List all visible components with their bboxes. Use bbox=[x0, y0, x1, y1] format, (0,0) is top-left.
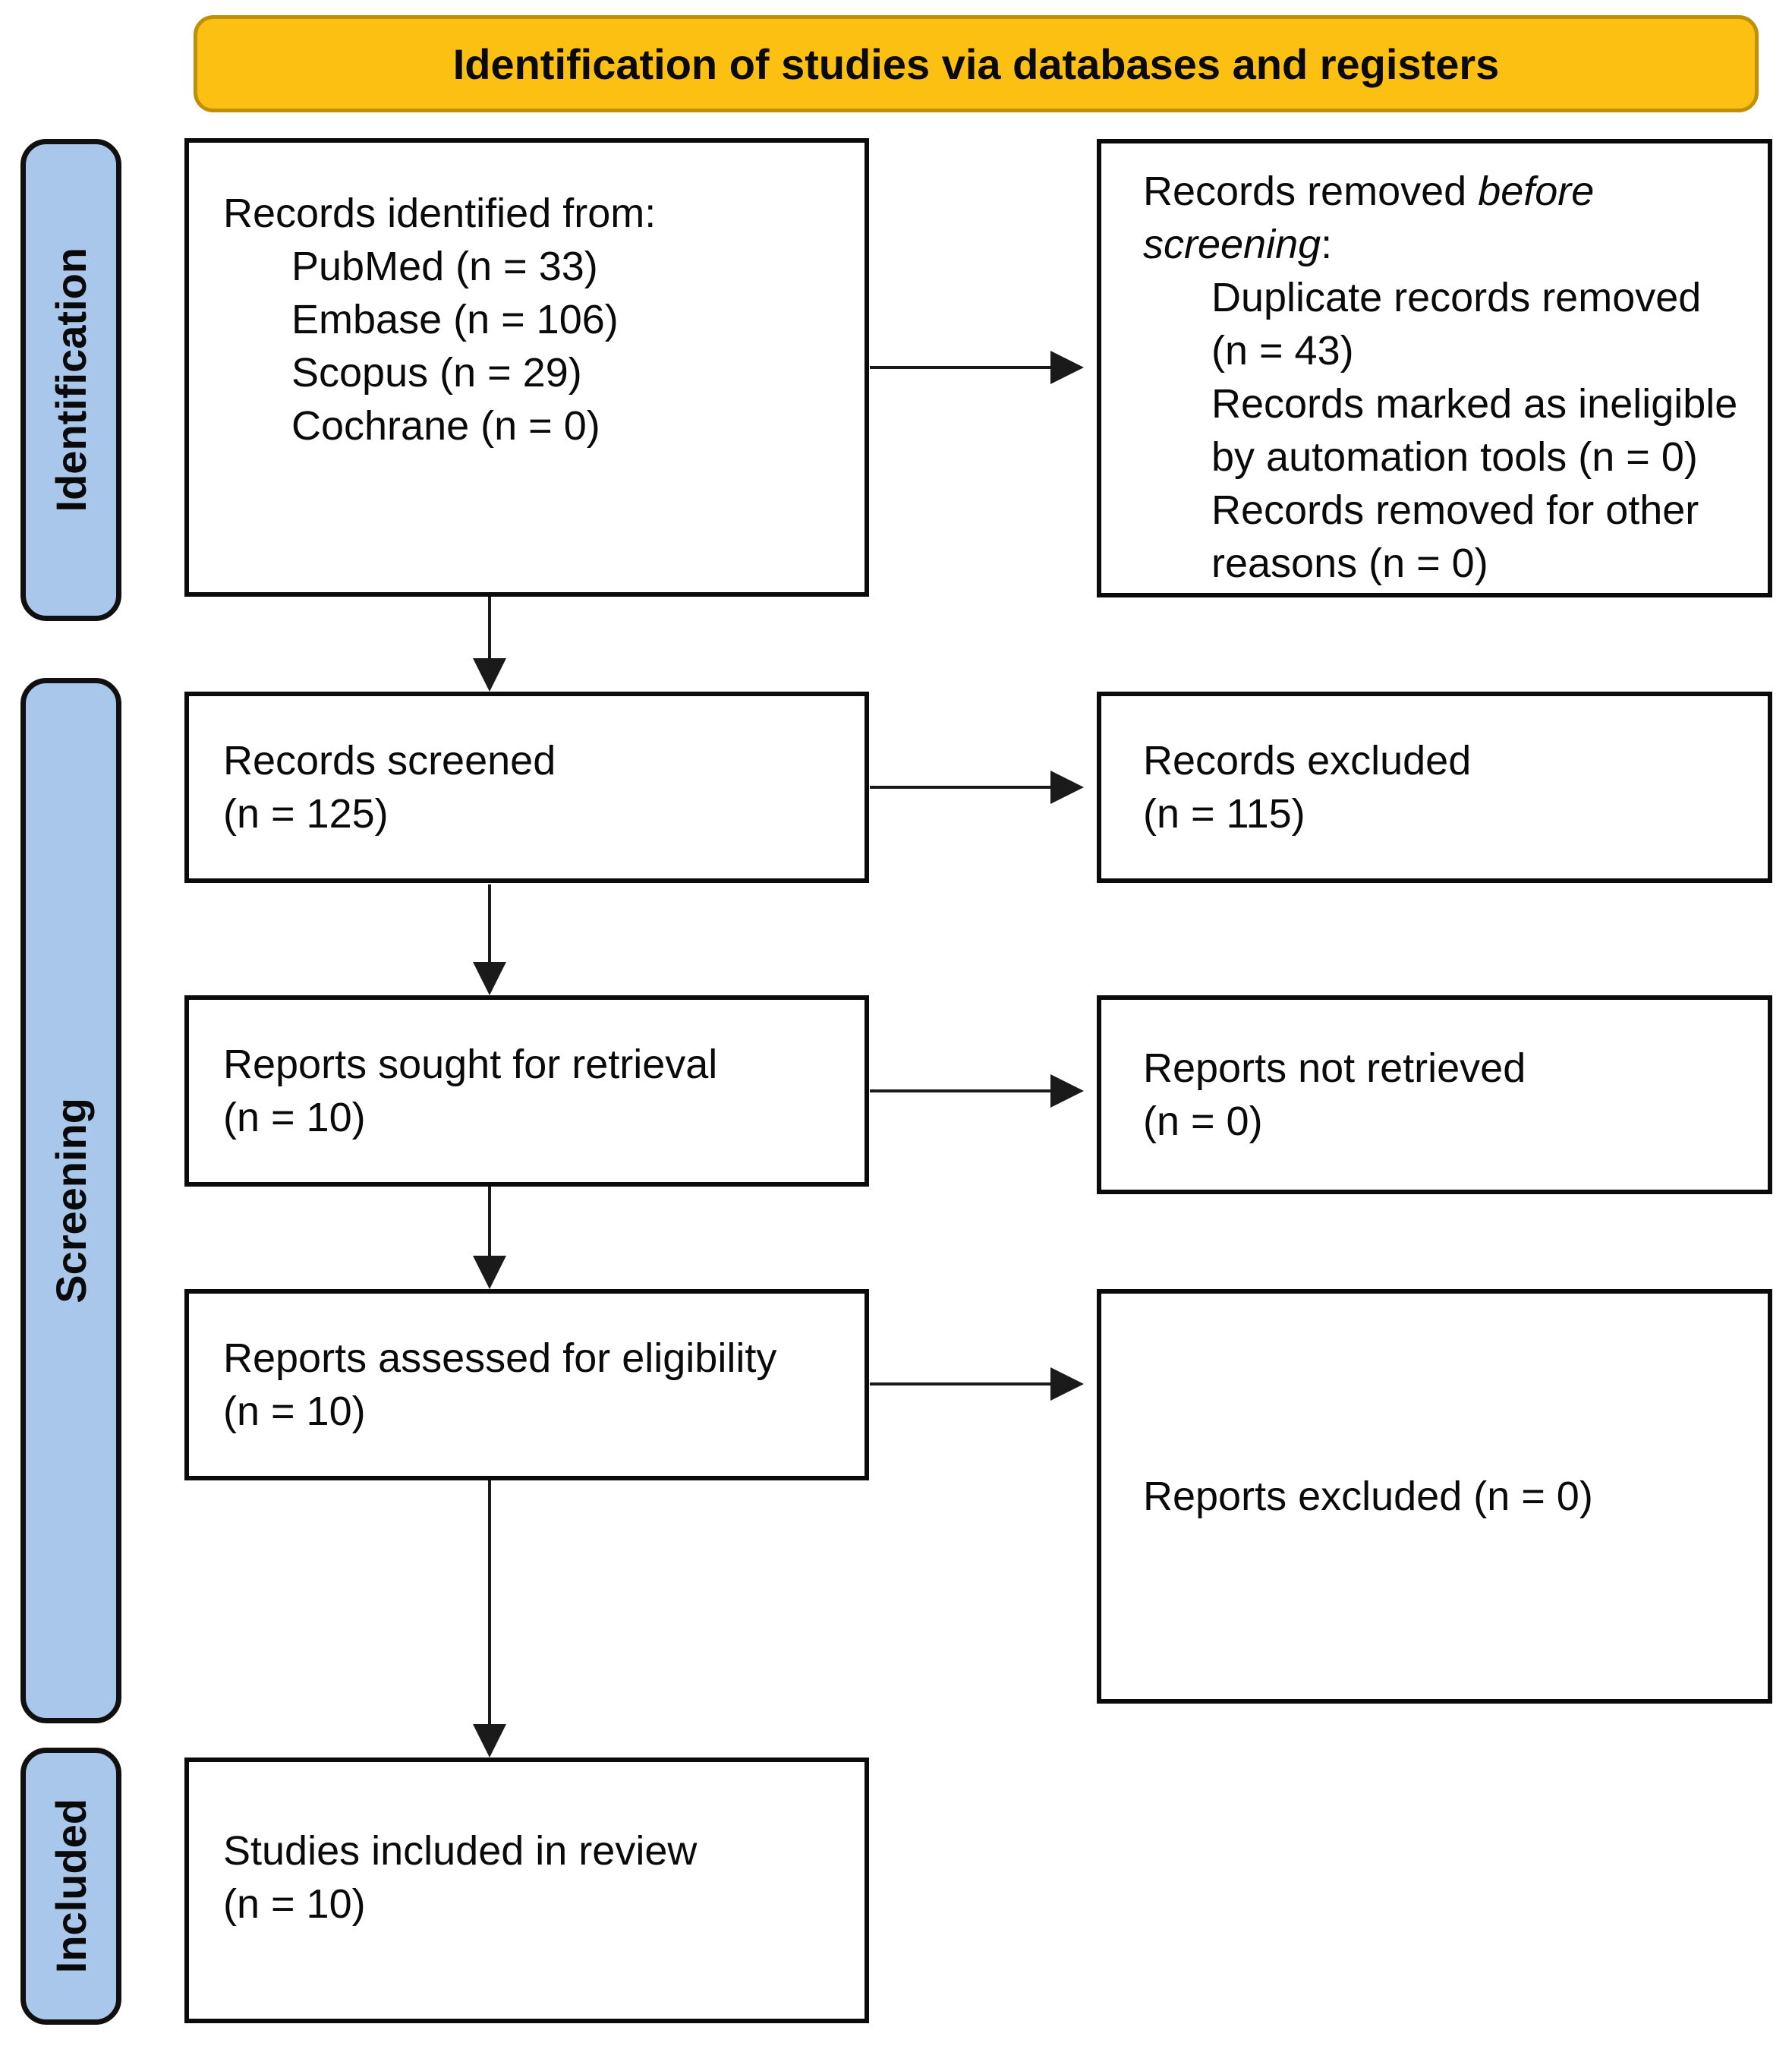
stage-bar-included: Included bbox=[20, 1748, 121, 2025]
list-item: Records marked as ineligible by automati… bbox=[1211, 381, 1738, 480]
box-reports-assessed: Reports assessed for eligibility (n = 10… bbox=[184, 1289, 869, 1480]
box-count: (n = 10) bbox=[223, 1881, 366, 1927]
arrow-shaft bbox=[870, 786, 1053, 789]
arrowhead-right-icon bbox=[1050, 1367, 1084, 1401]
box-records-identified: Records identified from: PubMed (n = 33)… bbox=[184, 138, 869, 597]
list-item: Embase (n = 106) bbox=[291, 297, 619, 342]
box-title: Records identified from: bbox=[223, 191, 657, 236]
box-title: Records excluded bbox=[1143, 738, 1472, 783]
arrowhead-down-icon bbox=[473, 1256, 506, 1289]
list-item: PubMed (n = 33) bbox=[291, 244, 598, 289]
arrow-screened-to-sought bbox=[473, 884, 506, 995]
list-item: Records removed for other reasons (n = 0… bbox=[1211, 487, 1699, 586]
arrowhead-right-icon bbox=[1050, 1074, 1084, 1108]
box-reports-excluded: Reports excluded (n = 0) bbox=[1097, 1289, 1772, 1704]
box-title: Reports not retrieved bbox=[1143, 1045, 1526, 1091]
box-count: (n = 10) bbox=[223, 1095, 366, 1140]
arrow-assessed-to-included bbox=[473, 1480, 506, 1758]
arrow-identified-to-removed bbox=[870, 351, 1084, 384]
box-records-removed: Records removed before screening: Duplic… bbox=[1097, 139, 1772, 597]
box-title: Records removed before screening: bbox=[1143, 165, 1749, 271]
title-prefix: Records removed bbox=[1143, 169, 1479, 214]
stage-bar-screening: Screening bbox=[20, 678, 121, 1723]
box-count: (n = 0) bbox=[1143, 1099, 1263, 1144]
box-title: Reports excluded (n = 0) bbox=[1143, 1474, 1593, 1519]
arrowhead-down-icon bbox=[473, 962, 506, 995]
list-item: Cochrane (n = 0) bbox=[291, 403, 600, 449]
stage-label-screening: Screening bbox=[47, 1098, 95, 1304]
box-title: Reports assessed for eligibility bbox=[223, 1335, 777, 1381]
arrowhead-down-icon bbox=[473, 1724, 506, 1758]
box-count: (n = 10) bbox=[223, 1389, 366, 1434]
arrowhead-down-icon bbox=[473, 658, 506, 692]
arrow-shaft bbox=[488, 1187, 491, 1259]
list-item: Scopus (n = 29) bbox=[291, 350, 582, 396]
box-records-excluded: Records excluded (n = 115) bbox=[1097, 692, 1772, 883]
title-suffix: : bbox=[1321, 222, 1333, 267]
box-count: (n = 125) bbox=[223, 791, 389, 837]
arrowhead-right-icon bbox=[1050, 351, 1084, 384]
box-reports-sought: Reports sought for retrieval (n = 10) bbox=[184, 995, 869, 1187]
arrow-assessed-to-reports-excluded bbox=[870, 1367, 1084, 1401]
arrow-shaft bbox=[488, 1480, 491, 1727]
box-studies-included: Studies included in review (n = 10) bbox=[184, 1758, 869, 2023]
banner: Identification of studies via databases … bbox=[194, 15, 1759, 112]
emphasis-text: before screening bbox=[1143, 169, 1595, 267]
stage-bar-identification: Identification bbox=[20, 139, 121, 621]
arrow-shaft bbox=[870, 1089, 1053, 1092]
list-item: Duplicate records removed (n = 43) bbox=[1211, 275, 1702, 374]
box-title: Records screened bbox=[223, 738, 556, 783]
box-title: Reports sought for retrieval bbox=[223, 1042, 718, 1087]
arrow-shaft bbox=[488, 597, 491, 661]
arrow-shaft bbox=[488, 884, 491, 965]
stage-label-identification: Identification bbox=[47, 247, 95, 512]
arrow-sought-to-not-retrieved bbox=[870, 1074, 1084, 1108]
arrow-shaft bbox=[870, 366, 1053, 369]
arrow-shaft bbox=[870, 1382, 1053, 1386]
box-reports-not-retrieved: Reports not retrieved (n = 0) bbox=[1097, 995, 1772, 1194]
box-records-screened: Records screened (n = 125) bbox=[184, 692, 869, 883]
arrowhead-right-icon bbox=[1050, 771, 1084, 804]
arrow-sought-to-assessed bbox=[473, 1187, 506, 1289]
banner-title: Identification of studies via databases … bbox=[452, 39, 1500, 88]
box-title: Studies included in review bbox=[223, 1828, 698, 1874]
stage-label-included: Included bbox=[47, 1799, 95, 1974]
arrow-screened-to-excluded bbox=[870, 771, 1084, 804]
arrow-identified-to-screened bbox=[473, 597, 506, 692]
box-count: (n = 115) bbox=[1143, 791, 1305, 837]
